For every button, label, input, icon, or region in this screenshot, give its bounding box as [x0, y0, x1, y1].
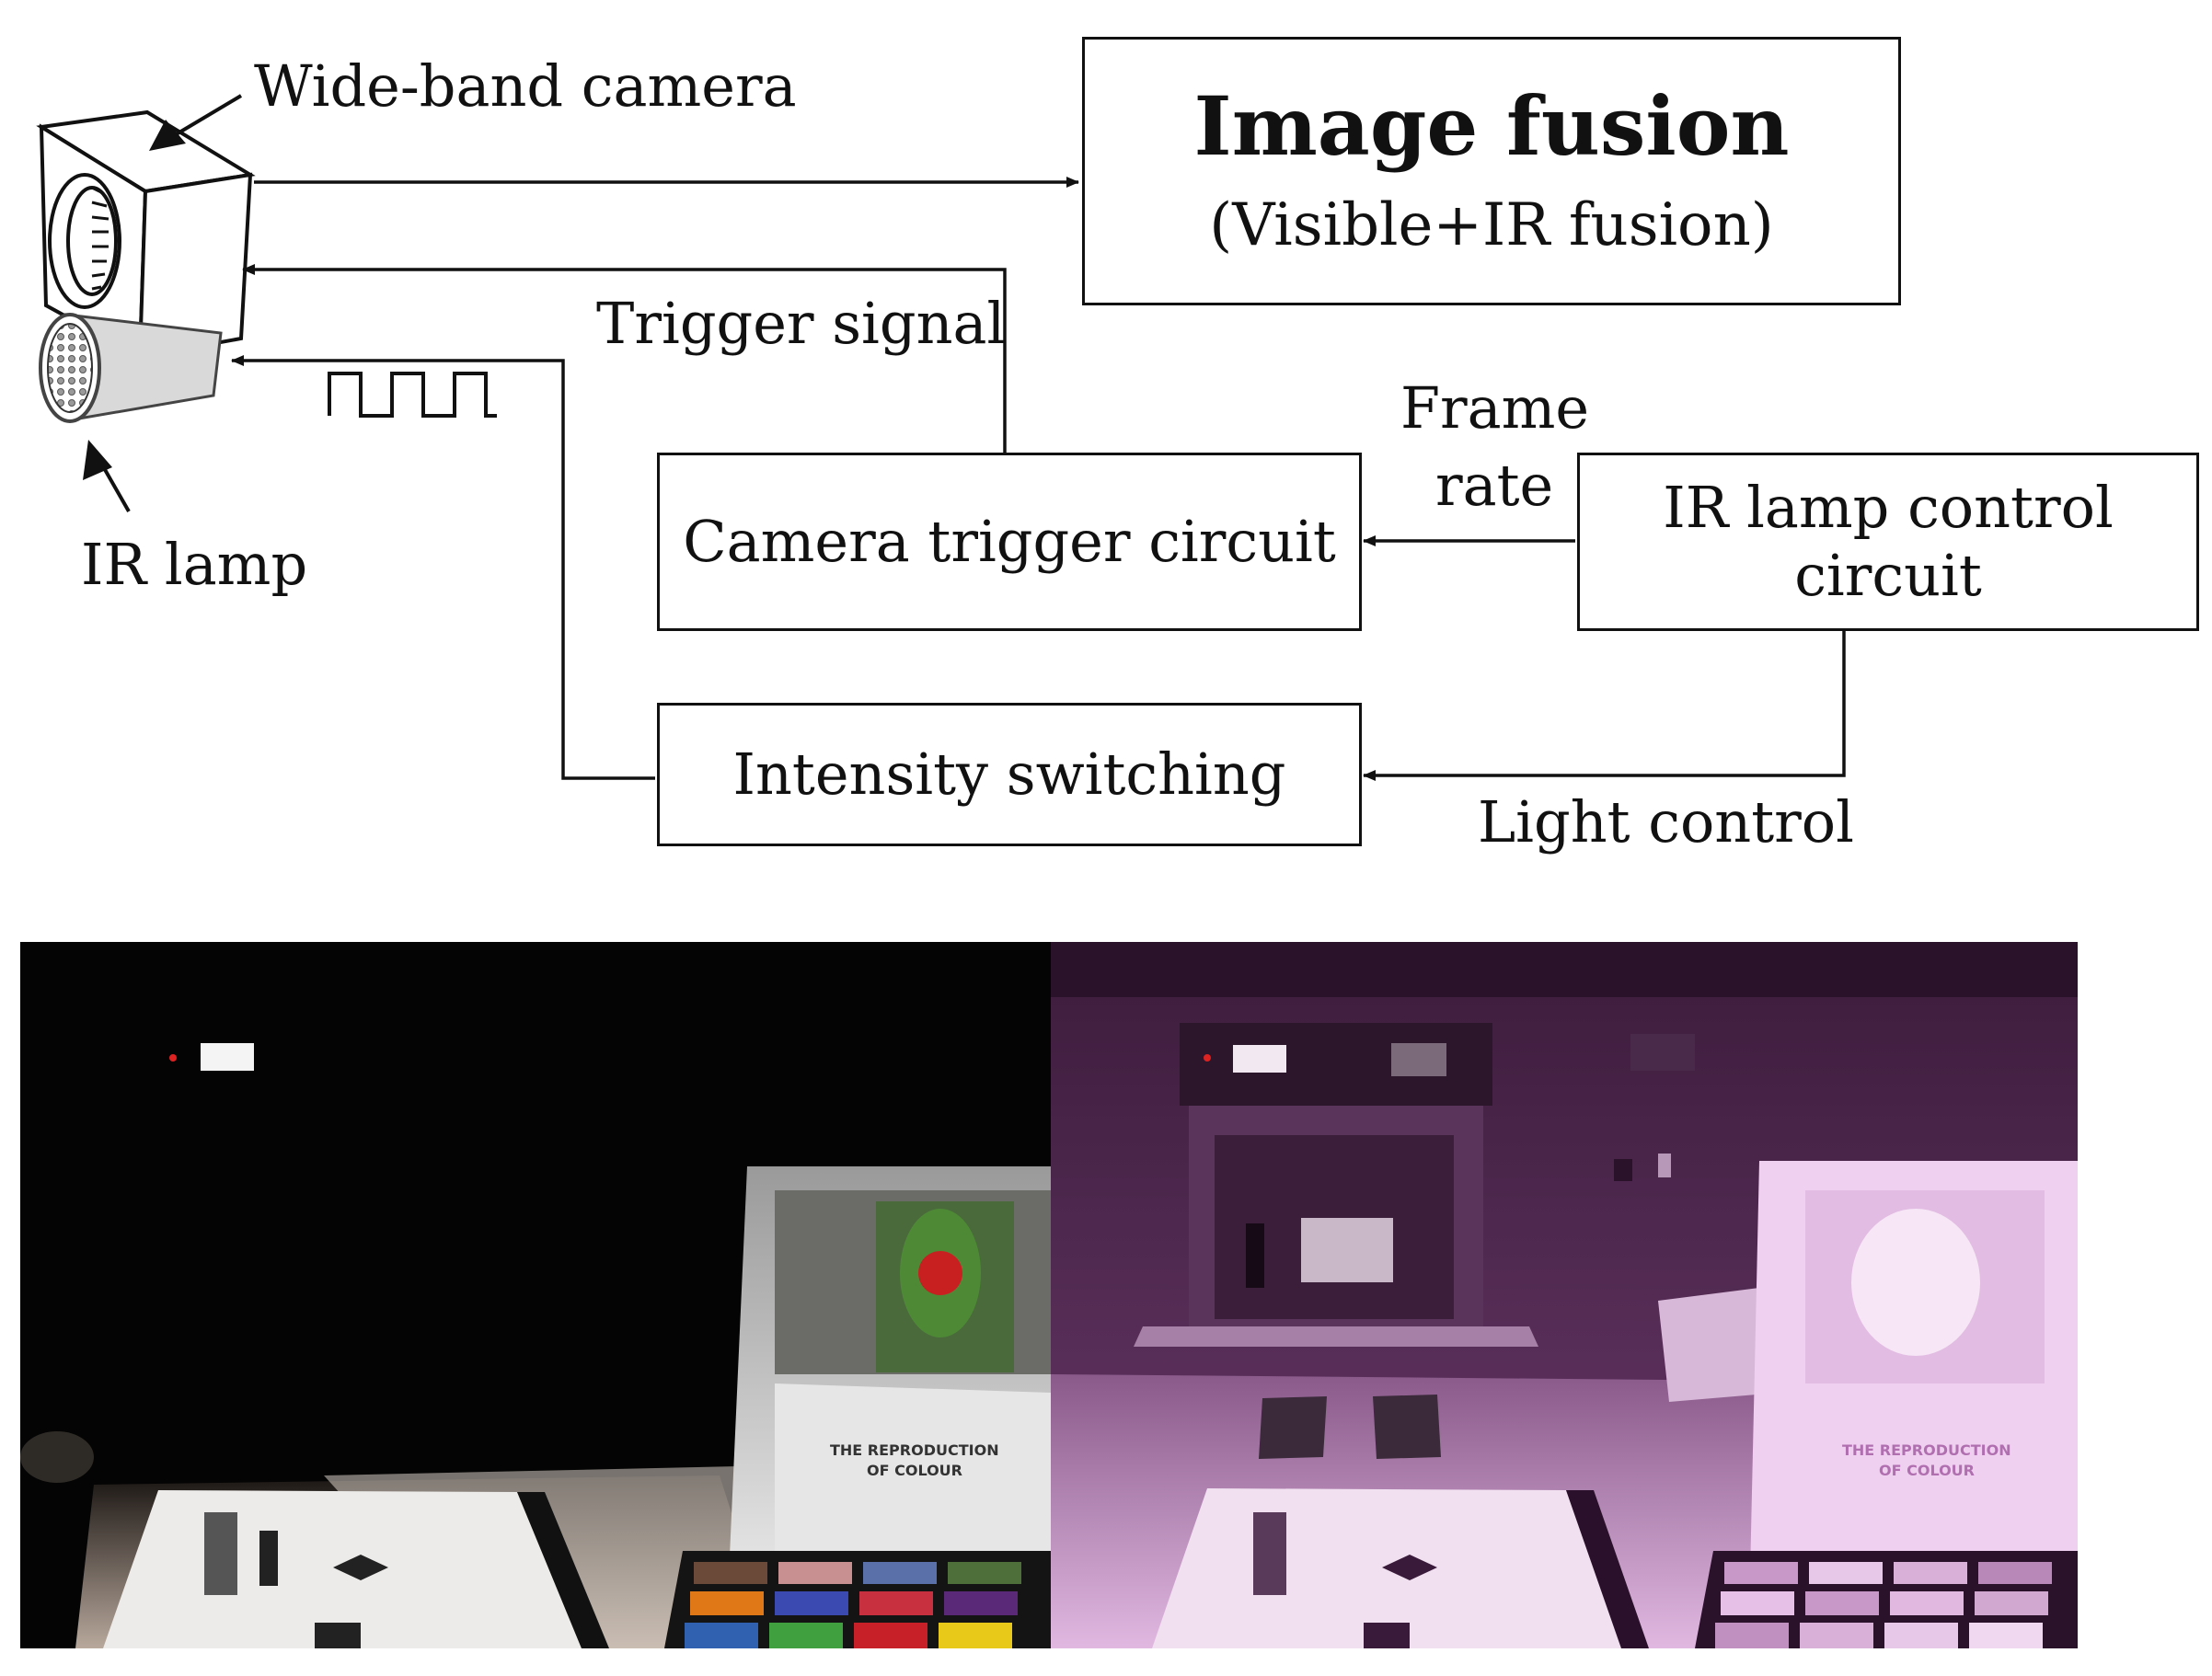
ir-lamp-control-label-line1: IR lamp control: [1663, 473, 2114, 541]
left-book-caption-2: OF COLOUR: [867, 1462, 962, 1479]
light-control-label: Light control: [1478, 788, 1854, 855]
trigger-signal-label: Trigger signal: [596, 290, 1006, 357]
light-control-arrow: [1363, 631, 1846, 781]
ir-illuminated-photo: THE REPRODUCTION OF COLOUR: [1051, 942, 2078, 1648]
camera-label: Wide-band camera: [254, 52, 797, 120]
right-book-caption-1: THE REPRODUCTION: [1842, 1441, 2011, 1459]
ir-lamp-control-box: IR lamp control circuit: [1577, 453, 2199, 631]
ir-lamp-icon: [39, 313, 223, 423]
right-book-caption-2: OF COLOUR: [1879, 1462, 1975, 1479]
pulse-waveform-icon: [328, 372, 497, 418]
image-fusion-subtitle: (Visible+IR fusion): [1209, 191, 1774, 260]
camera-trigger-circuit-box: Camera trigger circuit: [657, 453, 1362, 631]
left-book-caption-1: THE REPRODUCTION: [830, 1441, 999, 1459]
frame-rate-label-line2: rate: [1435, 452, 1554, 519]
frame-rate-label-line1: Frame: [1400, 374, 1590, 442]
ir-lamp-label: IR lamp: [81, 531, 308, 598]
camera-icon: [36, 109, 256, 361]
ir-lamp-control-label-line2: circuit: [1794, 542, 1982, 609]
block-diagram: [36, 94, 1846, 781]
trigger-signal-arrow: [242, 264, 1007, 453]
intensity-switching-box: Intensity switching: [657, 703, 1362, 846]
intensity-switching-label: Intensity switching: [732, 740, 1286, 808]
image-fusion-title: Image fusion: [1193, 77, 1790, 174]
visible-light-photo: THE REPRODUCTION OF COLOUR: [20, 942, 1051, 1648]
intensity-to-lamp-arrow: [231, 355, 655, 780]
image-fusion-box: Image fusion (Visible+IR fusion): [1082, 37, 1901, 305]
camera-trigger-circuit-label: Camera trigger circuit: [683, 507, 1336, 575]
